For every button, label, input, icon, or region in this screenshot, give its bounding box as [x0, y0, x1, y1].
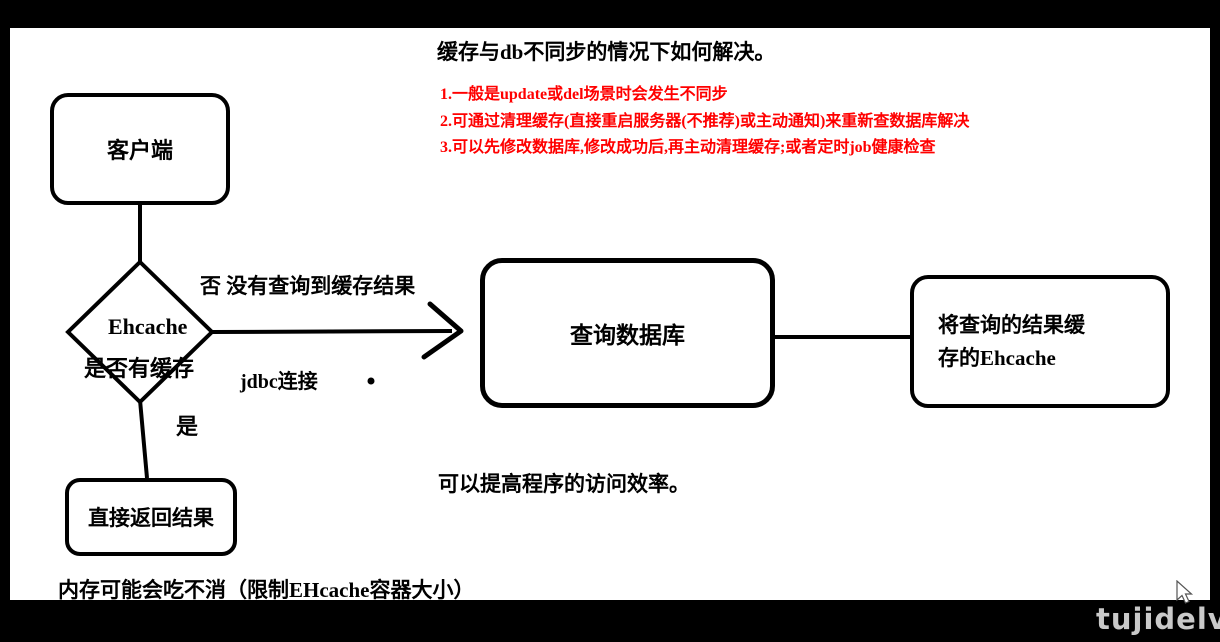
return-result-node: 直接返回结果 [65, 478, 237, 556]
query-db-node-label: 查询数据库 [570, 323, 685, 348]
memory-annotation: 内存可能会吃不消（限制EHcache容器大小） [58, 578, 475, 602]
decision-node-label-line1: Ehcache [108, 314, 188, 339]
query-db-node: 查询数据库 [480, 258, 775, 408]
cache-result-label-line1: 将查询的结果缓 [938, 312, 1085, 337]
cache-result-node: 将查询的结果缓 存的Ehcache [910, 275, 1170, 408]
note-line-2: 2.可通过清理缓存(直接重启服务器(不推荐)或主动通知)来重新查数据库解决 [440, 113, 970, 130]
jdbc-edge-label: jdbc连接 [240, 371, 318, 393]
note-line-1: 1.一般是update或del场景时会发生不同步 [440, 86, 728, 103]
no-branch-label: 否 没有查询到缓存结果 [200, 274, 416, 298]
watermark-text: tujidelv [1096, 602, 1220, 636]
decision-node-label-line2: 是否有缓存 [84, 356, 195, 381]
cache-result-label-line2: 存的Ehcache [938, 345, 1056, 370]
client-node-label: 客户端 [106, 138, 173, 163]
return-result-node-label: 直接返回结果 [88, 506, 214, 530]
note-line-3: 3.可以先修改数据库,修改成功后,再主动清理缓存;或者定时job健康检查 [440, 139, 936, 156]
client-node: 客户端 [50, 93, 230, 205]
diagram-title: 缓存与db不同步的情况下如何解决。 [437, 40, 776, 64]
yes-branch-label: 是 [176, 414, 199, 439]
efficiency-annotation: 可以提高程序的访问效率。 [438, 472, 690, 496]
mouse-cursor-icon [1176, 580, 1194, 604]
